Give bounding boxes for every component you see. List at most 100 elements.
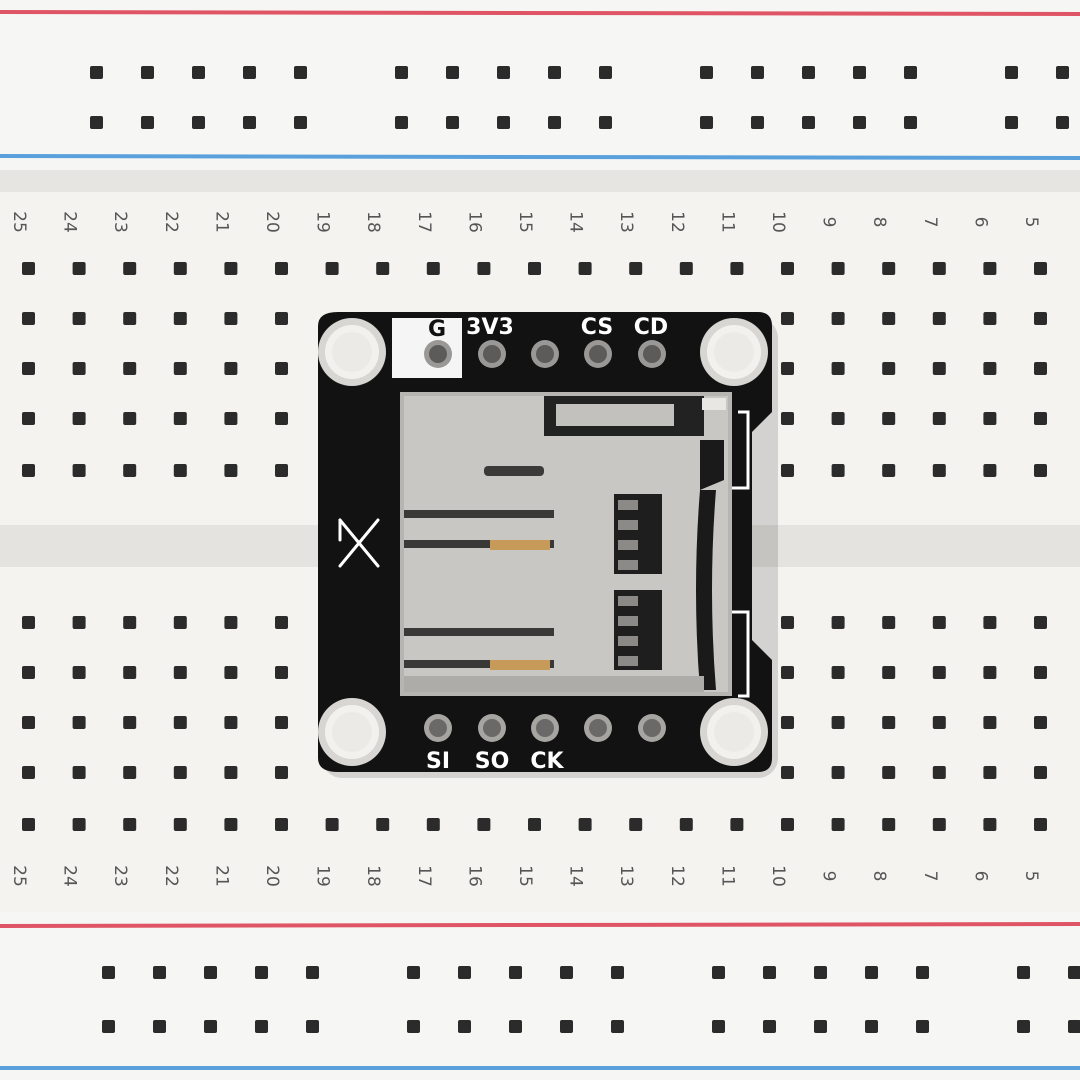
breadboard-hole xyxy=(477,818,491,831)
breadboard-hole xyxy=(831,464,845,477)
breadboard-hole xyxy=(578,262,592,275)
rail-hole xyxy=(306,1020,319,1033)
rail-hole xyxy=(599,116,612,129)
breadboard-hole xyxy=(983,818,997,831)
breadboard-hole xyxy=(275,412,288,425)
column-number: 24 xyxy=(60,865,80,887)
rail-hole xyxy=(294,116,307,129)
rail-hole xyxy=(204,966,217,979)
breadboard-hole xyxy=(831,716,845,729)
breadboard-hole xyxy=(173,716,187,729)
rail-hole xyxy=(497,66,510,79)
rail-hole xyxy=(306,966,319,979)
breadboard-hole xyxy=(224,818,238,831)
top-blue-rail-line xyxy=(0,154,1080,160)
column-number: 24 xyxy=(60,211,80,233)
breadboard-hole xyxy=(173,412,187,425)
column-number: 10 xyxy=(768,865,788,887)
rail-hole xyxy=(407,1020,420,1033)
breadboard-hole xyxy=(123,616,137,629)
rail-hole xyxy=(751,116,764,129)
rail-hole xyxy=(243,116,256,129)
rail-hole xyxy=(904,66,917,79)
breadboard-hole xyxy=(173,262,187,275)
breadboard-hole xyxy=(1034,464,1047,477)
rail-hole xyxy=(407,966,420,979)
column-number: 18 xyxy=(363,211,383,233)
breadboard-hole xyxy=(629,818,643,831)
breadboard-hole xyxy=(882,412,896,425)
pin-label-cs: CS xyxy=(581,315,613,340)
column-number: 6 xyxy=(970,871,990,882)
breadboard-hole xyxy=(932,312,946,325)
breadboard-hole xyxy=(173,312,187,325)
breadboard-hole xyxy=(831,412,845,425)
breadboard-hole xyxy=(123,312,137,325)
breadboard-hole xyxy=(882,666,896,679)
rail-hole xyxy=(599,66,612,79)
column-number: 7 xyxy=(920,217,940,228)
breadboard-hole xyxy=(882,362,896,375)
breadboard-hole xyxy=(882,766,896,779)
breadboard-hole xyxy=(123,362,137,375)
rail-hole xyxy=(904,116,917,129)
breadboard-hole xyxy=(1034,766,1047,779)
brand-logo-icon xyxy=(338,518,380,568)
micro-sd-module: G 3V3 CS CD SI SO CK xyxy=(318,312,778,778)
rail-hole xyxy=(763,1020,776,1033)
column-number: 25 xyxy=(9,865,29,887)
breadboard-hole xyxy=(983,716,997,729)
rail-hole xyxy=(204,1020,217,1033)
column-number: 21 xyxy=(211,211,231,233)
top-rail-holes xyxy=(90,66,1069,129)
breadboard-hole xyxy=(882,818,896,831)
breadboard-hole xyxy=(932,716,946,729)
rail-hole xyxy=(1068,1020,1080,1033)
rail-hole xyxy=(1017,1020,1030,1033)
rail-hole xyxy=(153,966,166,979)
column-number: 16 xyxy=(464,211,484,233)
breadboard-hole xyxy=(882,262,896,275)
column-number: 21 xyxy=(211,865,231,887)
rail-hole xyxy=(509,966,522,979)
breadboard-hole xyxy=(1034,362,1047,375)
breadboard-hole xyxy=(831,666,845,679)
column-number: 22 xyxy=(161,211,181,233)
column-number: 18 xyxy=(363,865,383,887)
breadboard-hole xyxy=(72,766,86,779)
column-number: 13 xyxy=(616,865,636,887)
breadboard-hole xyxy=(224,312,238,325)
rail-hole xyxy=(802,116,815,129)
breadboard-hole xyxy=(275,766,288,779)
rail-hole xyxy=(90,66,103,79)
rail-hole xyxy=(192,116,205,129)
breadboard-hole xyxy=(123,412,137,425)
breadboard-hole xyxy=(22,412,35,425)
breadboard-hole xyxy=(831,818,845,831)
column-number: 16 xyxy=(464,865,484,887)
rail-hole xyxy=(611,966,624,979)
breadboard-hole xyxy=(831,262,845,275)
breadboard-hole xyxy=(781,362,794,375)
breadboard-hole xyxy=(477,262,491,275)
rail-hole xyxy=(1005,66,1018,79)
column-number: 8 xyxy=(869,217,889,228)
breadboard-hole xyxy=(224,766,238,779)
breadboard-hole xyxy=(224,464,238,477)
column-number: 6 xyxy=(970,217,990,228)
top-header-pins xyxy=(424,340,666,368)
rail-gap xyxy=(0,170,1080,192)
column-number: 7 xyxy=(920,871,940,882)
column-number: 12 xyxy=(667,211,687,233)
rail-hole xyxy=(916,966,929,979)
column-number: 15 xyxy=(515,211,535,233)
rail-hole xyxy=(255,966,268,979)
breadboard-hole xyxy=(781,666,794,679)
rail-hole xyxy=(814,1020,827,1033)
breadboard-hole xyxy=(22,464,35,477)
breadboard-hole xyxy=(173,818,187,831)
rail-hole xyxy=(712,966,725,979)
mounting-hole-bottom-left xyxy=(318,698,386,766)
breadboard-hole xyxy=(831,362,845,375)
